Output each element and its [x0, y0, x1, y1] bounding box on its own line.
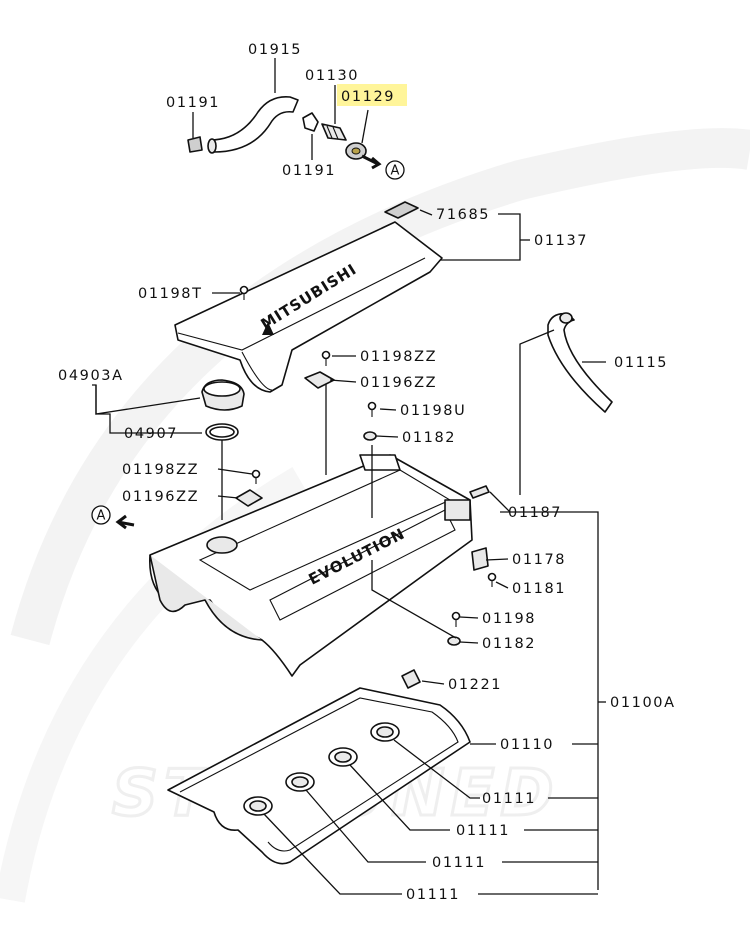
label-01187: 01187 [508, 505, 562, 521]
bolt-01198T [239, 285, 249, 300]
label-01198ZZ-left: 01198ZZ [122, 462, 199, 478]
valve-cover-01100A: EVOLUTION [148, 454, 473, 677]
label-01198U: 01198U [400, 403, 466, 419]
label-01111-d: 01111 [406, 887, 460, 903]
callout-a-left: A [91, 505, 111, 525]
arrow-to-a-top [361, 154, 382, 170]
bolt-01198ZZ-left [251, 469, 261, 484]
arrow-to-a-left [115, 514, 135, 530]
breather-hose-01915 [207, 95, 299, 154]
label-01182-top: 01182 [402, 430, 456, 446]
engine-cover-01137: MITSUBISHI [174, 221, 443, 393]
label-01196ZZ-top: 01196ZZ [360, 375, 437, 391]
label-71685: 71685 [436, 207, 490, 223]
bolt-01198ZZ-top [321, 350, 331, 366]
label-01198: 01198 [482, 611, 536, 627]
highlight-01129 [337, 84, 407, 106]
washer-01182-bottom [447, 636, 461, 646]
leader-lines [92, 58, 606, 895]
emblem-71685 [384, 201, 419, 219]
label-01915: 01915 [248, 42, 302, 58]
label-01111-a: 01111 [482, 791, 536, 807]
hose-01115 [547, 312, 613, 413]
plug-01221 [401, 669, 421, 689]
label-01196ZZ-left: 01196ZZ [122, 489, 199, 505]
label-01100A: 01100A [610, 695, 676, 711]
label-01129: 01129 [341, 89, 395, 105]
label-01130: 01130 [305, 68, 359, 84]
label-01198T: 01198T [138, 286, 203, 302]
oil-cap-04903A [201, 379, 245, 411]
svg-text:A: A [391, 164, 400, 179]
label-01178: 01178 [512, 552, 566, 568]
bolt-01181 [487, 572, 497, 587]
label-01110: 01110 [500, 737, 554, 753]
callout-a-top: A [385, 160, 405, 180]
plug-seal-01111-c [285, 772, 315, 792]
washer-01182-top [363, 431, 377, 441]
label-01191-bottom: 01191 [282, 163, 336, 179]
label-01191-left: 01191 [166, 95, 220, 111]
plug-seal-01111-b [328, 747, 358, 767]
bracket-01196ZZ-top [304, 371, 335, 389]
svg-text:A: A [97, 509, 106, 524]
pcv-valve-01130 [321, 123, 347, 141]
label-04907: 04907 [124, 426, 178, 442]
plug-seal-01111-d [243, 796, 273, 816]
label-01137: 01137 [534, 233, 588, 249]
gasket-04907 [205, 423, 239, 441]
bracket-01178 [471, 547, 489, 571]
bracket-01196ZZ-left [235, 489, 263, 507]
pipe-01187 [469, 485, 490, 499]
label-04903A: 04903A [58, 368, 124, 384]
grommet-01129 [345, 142, 367, 160]
bolt-01198U [367, 401, 377, 417]
label-01221: 01221 [448, 677, 502, 693]
label-01198ZZ-top: 01198ZZ [360, 349, 437, 365]
label-01111-b: 01111 [456, 823, 510, 839]
clamp-01191-left [187, 136, 203, 153]
brand-logo-icon [262, 322, 274, 335]
label-01182-bottom: 01182 [482, 636, 536, 652]
label-01115: 01115 [614, 355, 668, 371]
label-01111-c: 01111 [432, 855, 486, 871]
label-01181: 01181 [512, 581, 566, 597]
plug-seal-01111-a [370, 722, 400, 742]
part-labels: 01915 01130 01129 01191 01191 71685 0113… [58, 42, 676, 903]
clamp-01191-bottom [302, 112, 319, 132]
bolt-01198 [451, 611, 461, 627]
